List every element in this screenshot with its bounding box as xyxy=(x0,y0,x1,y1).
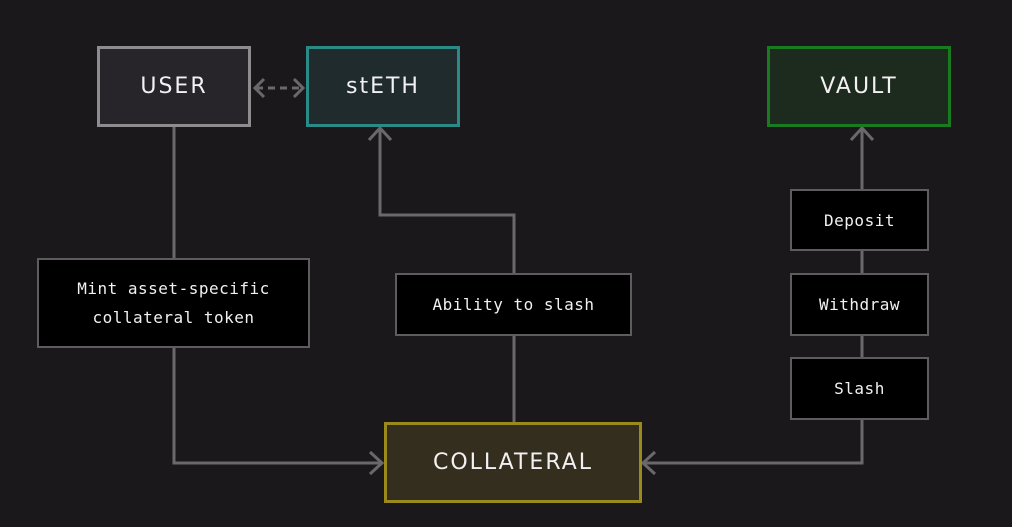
slash-to-collateral-line xyxy=(643,419,864,465)
steth-arrow-up-icon xyxy=(367,125,393,142)
vault-node: VAULT xyxy=(767,46,951,127)
collateral-node: COLLATERAL xyxy=(384,422,642,503)
mint-to-collateral-line xyxy=(172,347,382,465)
collateral-label: COLLATERAL xyxy=(432,450,594,475)
slash-label: Slash xyxy=(834,379,885,398)
dashed-arrow-right-icon xyxy=(292,77,306,99)
ability-label: Ability to slash xyxy=(432,295,595,314)
withdraw-label: Withdraw xyxy=(818,295,901,314)
collateral-arrow-right-icon xyxy=(640,450,657,476)
user-node: USER xyxy=(97,46,251,127)
mint-line-2: collateral token xyxy=(92,308,255,327)
mint-line-1: Mint asset-specific xyxy=(77,279,270,298)
user-label: USER xyxy=(140,74,208,99)
vault-arrow-up-icon xyxy=(849,125,875,142)
deposit-step: Deposit xyxy=(790,189,929,251)
slash-step: Slash xyxy=(790,357,929,420)
ability-to-steth-line xyxy=(378,128,516,273)
steth-label: stETH xyxy=(346,74,420,99)
withdraw-step: Withdraw xyxy=(790,273,929,336)
ability-step: Ability to slash xyxy=(395,273,632,336)
steth-node: stETH xyxy=(306,46,460,127)
vault-label: VAULT xyxy=(820,74,898,99)
deposit-label: Deposit xyxy=(824,210,895,230)
mint-step: Mint asset-specific collateral token xyxy=(37,258,310,348)
dashed-arrow-left-icon xyxy=(252,77,266,99)
collateral-arrow-left-icon xyxy=(368,450,385,476)
